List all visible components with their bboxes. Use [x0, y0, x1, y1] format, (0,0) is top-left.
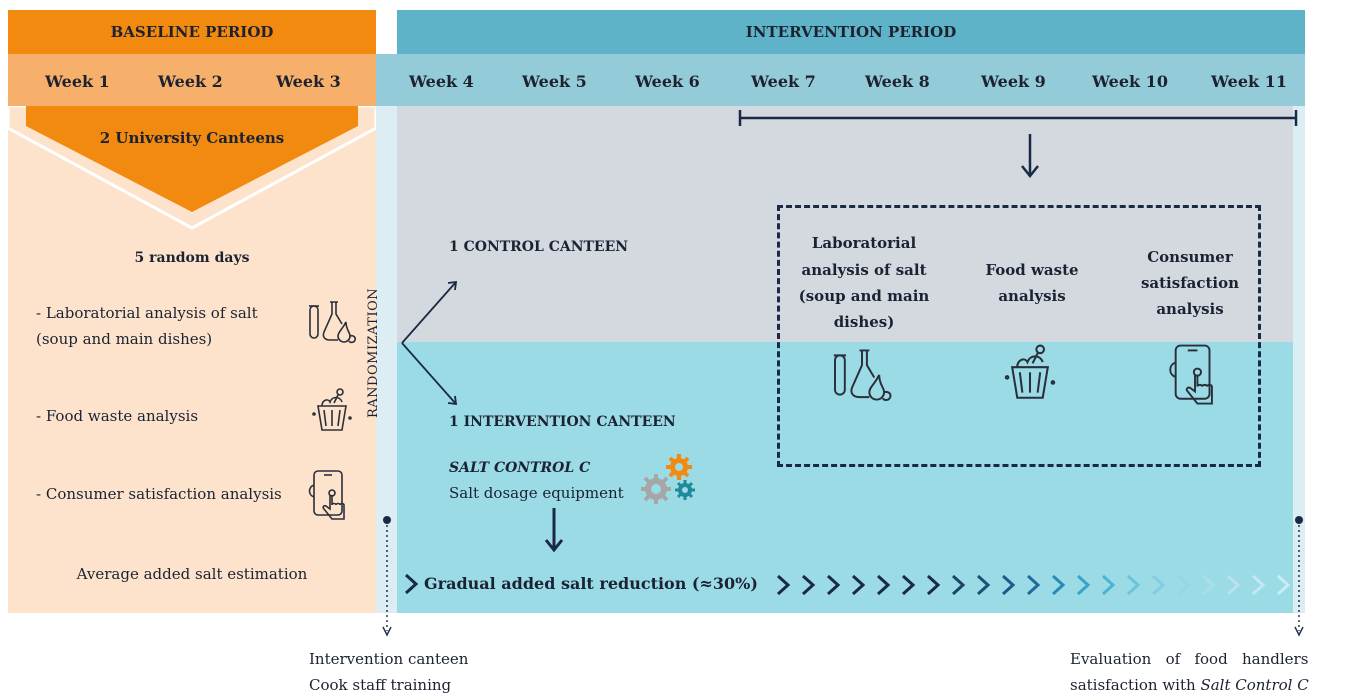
footer-left-line2: Cook staff training — [309, 676, 452, 694]
week-8-label: Week 8 — [865, 72, 930, 91]
salt-analysis-line2: (soup and main dishes) — [36, 330, 213, 348]
baseline-period-title: BASELINE PERIOD — [110, 23, 274, 41]
flask-icon — [833, 349, 892, 401]
intervention-weeks-row — [376, 54, 1305, 106]
randomization-label: RANDOMIZATION — [366, 287, 381, 418]
salt-dosage-label: Salt dosage equipment — [449, 484, 624, 502]
week-10-label: Week 10 — [1092, 72, 1168, 91]
chevron-right-icon — [404, 573, 419, 595]
random-days-label: 5 random days — [134, 250, 250, 266]
reduction-chevrons — [776, 574, 1291, 596]
canteens-chevron — [8, 106, 376, 232]
intervention-canteen-label: 1 INTERVENTION CANTEEN — [449, 414, 676, 430]
control-canteen-label: 1 CONTROL CANTEEN — [449, 239, 629, 255]
canteens-label: 2 University Canteens — [99, 129, 285, 147]
food-waste-bin-icon — [312, 388, 352, 431]
food-waste-line1: Food waste — [985, 261, 1079, 279]
food-waste-line2: analysis — [998, 287, 1066, 305]
smartphone-touch-icon — [1169, 344, 1213, 405]
salt-control-label: SALT CONTROL C — [449, 460, 591, 476]
week-6-label: Week 6 — [635, 72, 700, 91]
right-strip — [1293, 106, 1305, 613]
gradual-reduction-label: Gradual added salt reduction (≈30%) — [424, 574, 758, 593]
week-2-label: Week 2 — [158, 72, 223, 91]
smartphone-touch-icon — [308, 470, 345, 520]
baseline-period-header: BASELINE PERIOD — [8, 10, 376, 54]
footer-right-line2: satisfaction with Salt Control C — [1070, 674, 1309, 696]
intervention-period-title: INTERVENTION PERIOD — [745, 23, 957, 41]
salt-analysis-line1: - Laboratorial analysis of salt — [36, 304, 258, 322]
consumer-line1: Consumer — [1147, 248, 1233, 266]
training-marker — [382, 516, 392, 637]
food-waste-bin-icon — [1004, 344, 1056, 399]
footer-left-line1: Intervention canteen — [309, 650, 469, 668]
week-5-label: Week 5 — [522, 72, 587, 91]
evaluation-bracket — [738, 110, 1298, 179]
lab-analysis-line2: analysis of salt — [801, 261, 927, 279]
evaluation-box — [777, 205, 1261, 467]
control-canteen-panel — [397, 106, 1293, 342]
week-1-label: Week 1 — [45, 72, 110, 91]
evaluation-marker — [1294, 516, 1304, 637]
gears-icon — [641, 454, 695, 504]
intervention-period-header: INTERVENTION PERIOD — [397, 10, 1305, 54]
week-3-label: Week 3 — [276, 72, 341, 91]
footer-right-line1: Evaluation of food handlers — [1070, 650, 1309, 668]
week-11-label: Week 11 — [1211, 72, 1287, 91]
randomization-strip — [376, 106, 397, 613]
randomization-arrows — [401, 280, 458, 406]
baseline-weeks-row — [8, 54, 376, 106]
footer-right-prefix: satisfaction with — [1070, 676, 1201, 694]
week-4-label: Week 4 — [409, 72, 474, 91]
week-9-label: Week 9 — [981, 72, 1046, 91]
week-7-label: Week 7 — [751, 72, 816, 91]
flask-icon — [309, 301, 356, 344]
avg-salt-label: Average added salt estimation — [76, 565, 308, 583]
consumer-satisfaction-label: - Consumer satisfaction analysis — [36, 485, 282, 503]
lab-analysis-line1: Laboratorial — [811, 234, 917, 252]
lab-analysis-line4: dishes) — [833, 313, 895, 331]
lab-analysis-line3: (soup and main — [798, 287, 930, 305]
food-waste-label: - Food waste analysis — [36, 407, 199, 425]
consumer-line3: analysis — [1156, 300, 1224, 318]
down-arrow — [544, 508, 564, 553]
consumer-line2: satisfaction — [1140, 274, 1240, 292]
footer-right-italic: Salt Control C — [1200, 676, 1309, 694]
